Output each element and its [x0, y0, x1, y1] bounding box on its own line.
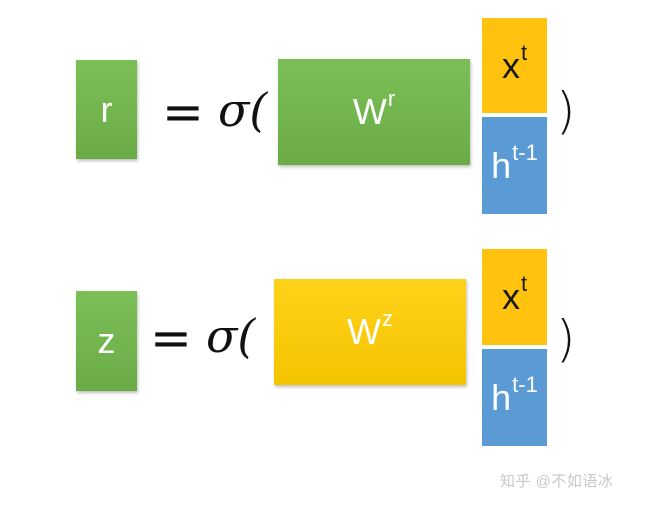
z-label: z [97, 320, 116, 361]
sigma-open-paren: σ( [206, 309, 256, 363]
ht-1-cell: ht-1 [482, 117, 547, 214]
h-base: h [491, 376, 512, 418]
r-box: r [76, 60, 137, 159]
close-paren: ) [556, 82, 576, 140]
x-base: x [501, 44, 520, 86]
sigma-open-paren: σ( [218, 83, 268, 137]
weight-wz-box: Wz [274, 279, 466, 385]
equals-sign: = [150, 309, 192, 367]
x-sup: t [520, 271, 528, 296]
watermark: 知乎 @不如语冰 [500, 473, 614, 490]
ht-1-cell: ht-1 [482, 349, 547, 446]
z-box: z [76, 291, 137, 391]
x-sup: t [520, 39, 528, 65]
weight-base: W [352, 91, 387, 132]
h-sup: t-1 [512, 139, 538, 165]
weight-base: W [347, 311, 381, 352]
weight-sup: z [381, 306, 393, 331]
xt-cell: xt [482, 18, 547, 113]
equals-sign: = [162, 83, 204, 141]
weight-sup: r [387, 86, 396, 111]
weight-wr-box: Wr [278, 59, 470, 165]
r-label: r [100, 88, 113, 130]
h-base: h [491, 144, 512, 186]
h-sup: t-1 [512, 371, 538, 397]
x-base: x [501, 276, 520, 317]
close-paren: ) [556, 310, 576, 368]
xt-cell: xt [482, 249, 547, 345]
